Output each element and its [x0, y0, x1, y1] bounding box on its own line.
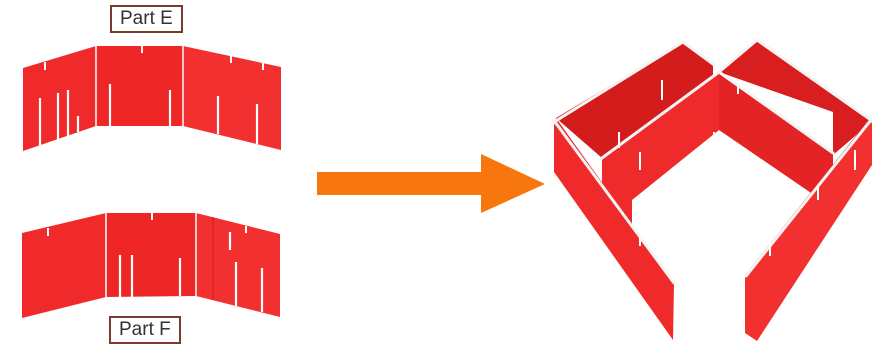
maze-back-left-wall — [556, 42, 713, 200]
part-e-label: Part E — [110, 5, 183, 33]
part-e-panel-left — [23, 46, 96, 151]
part-f-label: Part F — [109, 316, 181, 344]
maze-outer-right-wall — [745, 118, 872, 341]
assembled-maze — [552, 38, 873, 341]
part-f-strip — [22, 213, 280, 318]
part-f-panel-left — [22, 213, 106, 318]
maze-inner-wall-right — [719, 72, 833, 208]
part-f-panel-middle — [106, 213, 196, 297]
part-e-panel-middle — [96, 46, 183, 126]
part-e-strip — [23, 46, 281, 151]
right-arrow-icon — [317, 154, 545, 213]
maze-back-right-wall — [719, 40, 870, 155]
maze-inner-wall-left — [602, 72, 719, 226]
maze-outer-left-wall — [554, 118, 674, 340]
part-f-panel-right — [196, 213, 280, 317]
